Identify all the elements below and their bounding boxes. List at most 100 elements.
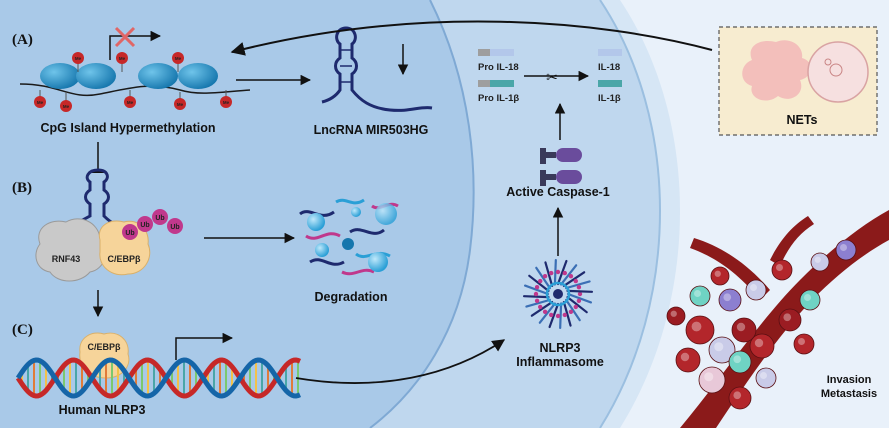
inflammasome-node — [549, 270, 554, 276]
tumor-cell-icon — [698, 366, 726, 394]
methyl-group-icon: Me — [124, 90, 136, 108]
inflammasome-node — [573, 304, 578, 310]
inflammasome-spoke — [562, 300, 572, 327]
methyl-group-icon: Me — [34, 90, 46, 108]
inflammasome-node — [542, 274, 548, 279]
il18-icon — [598, 49, 622, 56]
nucleosome-icon — [76, 63, 116, 89]
inflammasome-node — [577, 291, 583, 297]
tumor-cell-nucleus — [691, 321, 702, 332]
metastasis-label: Metastasis — [821, 388, 877, 400]
tumor-cell-icon — [810, 252, 830, 272]
inflammasome-spoke — [564, 298, 581, 322]
panel-label-c: (C) — [12, 322, 33, 338]
methyl-group-icon: Me — [72, 52, 84, 72]
panel-label-a: (A) — [12, 32, 33, 48]
inflammasome-node — [576, 285, 582, 290]
il1b-icon — [598, 80, 622, 87]
inflammasome-spoke — [535, 266, 552, 290]
nlrp3-label-line1: NLRP3 — [540, 341, 581, 355]
methyl-group-icon: Me — [116, 52, 128, 72]
nucleosome-icon — [138, 63, 178, 89]
panel-label-b: (B) — [12, 180, 32, 196]
net-fibers-icon — [742, 40, 811, 101]
degradation-fragments-icon — [299, 198, 399, 276]
tumor-cell-nucleus — [714, 270, 721, 277]
tumor-cell-nucleus — [670, 310, 677, 317]
tumor-cell-icon — [675, 347, 701, 373]
tumor-cell-icon — [745, 279, 767, 301]
inflammasome-node — [568, 309, 574, 314]
svg-text:Me: Me — [37, 100, 44, 105]
tumor-cell-icon — [728, 386, 752, 410]
transcription-start-arrow — [175, 332, 234, 360]
tumor-cell-nucleus — [733, 391, 742, 400]
svg-text:Me: Me — [127, 100, 134, 105]
inflammasome-spoke — [538, 302, 557, 324]
inflammasome-node — [542, 309, 548, 314]
cebpb-label-b: C/EBPβ — [108, 254, 142, 264]
caspase-1-icon — [540, 148, 582, 186]
inflammasome-node — [562, 270, 567, 276]
tumor-cell-icon — [710, 266, 730, 286]
svg-text:Me: Me — [63, 104, 70, 109]
svg-text:Me: Me — [75, 56, 82, 61]
svg-text:Ub: Ub — [155, 215, 164, 222]
tumor-cell-nucleus — [760, 372, 767, 379]
pro-il18-label: Pro IL-18 — [478, 62, 519, 73]
tumor-cell-icon — [718, 288, 742, 312]
svg-text:Ub: Ub — [170, 224, 179, 231]
nlrp3-inflammasome-icon — [522, 258, 594, 330]
cpg-label: CpG Island Hypermethylation — [40, 121, 215, 135]
inflammasome-spoke — [522, 295, 550, 299]
tumor-cell-icon — [799, 289, 821, 311]
tumor-cell-nucleus — [776, 264, 783, 271]
methyl-group-icon: Me — [174, 92, 186, 110]
svg-text:Me: Me — [223, 100, 230, 105]
tumor-cell-nucleus — [798, 338, 805, 345]
inflammasome-node — [534, 298, 540, 303]
cell-membrane — [599, 0, 661, 428]
tumor-cell-icon — [731, 317, 757, 343]
tumor-cell-icon — [793, 333, 815, 355]
tumor-cell-nucleus — [714, 342, 724, 352]
pro-il1b-label: Pro IL-1β — [478, 93, 519, 104]
tumor-metastasis-illustration — [666, 210, 889, 428]
tumor-cell-nucleus — [733, 355, 742, 364]
tumor-cell-nucleus — [804, 294, 811, 301]
ubiquitin-icon: Ub — [137, 216, 153, 232]
tumor-cell-icon — [689, 285, 711, 307]
nets-panel — [718, 26, 878, 136]
tumor-cell-nucleus — [736, 322, 746, 332]
tumor-cell-icon — [778, 308, 802, 332]
inflammasome-spoke — [548, 302, 560, 329]
nets-label: NETs — [786, 113, 817, 127]
methyl-group-icon: Me — [60, 92, 72, 112]
inflammasome-spoke — [564, 280, 591, 290]
invasion-label: Invasion — [827, 374, 872, 386]
inflammasome-spoke — [523, 284, 550, 296]
inflammasome-spoke — [566, 295, 588, 314]
svg-text:Me: Me — [119, 56, 126, 61]
lncrna-hairpin-icon — [321, 26, 433, 112]
tumor-cell-icon — [728, 350, 752, 374]
inflammasome-node — [555, 313, 561, 319]
ubiquitin-icon: Ub — [122, 224, 138, 240]
nucleosome-icon — [40, 63, 80, 89]
dna-strand-blue — [15, 357, 302, 399]
tumor-cell-nucleus — [783, 313, 792, 322]
lncrna-bound-icon — [57, 168, 133, 232]
svg-text:Me: Me — [177, 102, 184, 107]
tumor-cell-nucleus — [814, 256, 821, 263]
methyl-group-icon: Me — [220, 90, 232, 108]
caspase-label: Active Caspase-1 — [506, 185, 610, 199]
il1b-label: IL-1β — [598, 93, 621, 104]
arrow-nets-to-panel-a — [230, 20, 713, 56]
nlrp3-label-line2: Inflammasome — [516, 355, 604, 369]
ubiquitin-icon: Ub — [152, 209, 168, 225]
tumor-cell-icon — [708, 336, 736, 364]
methyl-group-icon: Me — [172, 52, 184, 72]
pro-il18-icon — [478, 49, 514, 56]
inflammasome-node — [549, 312, 554, 318]
tumor-cell-icon — [749, 333, 775, 359]
